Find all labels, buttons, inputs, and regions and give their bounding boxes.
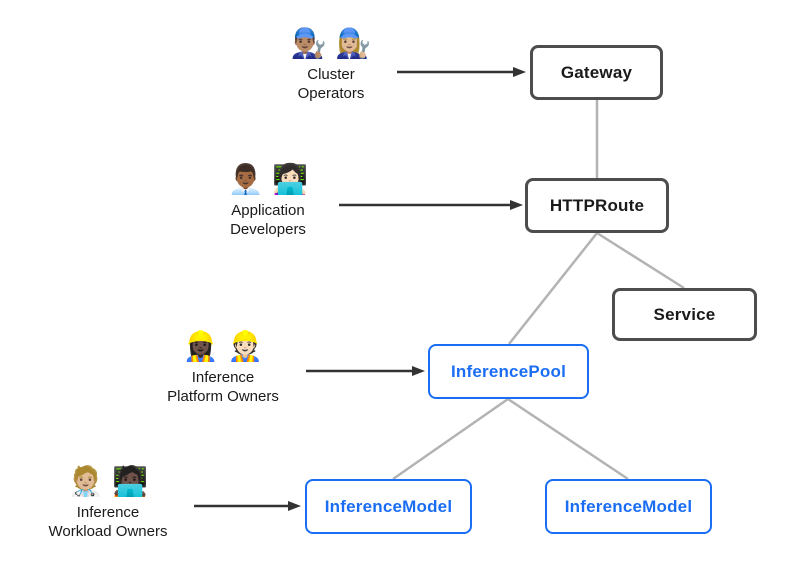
node-gateway-label: Gateway [560, 62, 633, 82]
office-worker-technologist-icon: 👨🏾‍💼 👩🏻‍💻 [227, 164, 309, 196]
persona-cluster-operators: 👨🏽‍🔧 👩🏼‍🔧 Cluster Operators [246, 28, 416, 104]
edge-inferencepool-inferencemodel-right [507, 397, 629, 481]
node-inferencepool: InferencePool [428, 344, 589, 399]
node-service-label: Service [653, 304, 716, 324]
node-httproute-label: HTTPRoute [549, 195, 645, 215]
persona-cluster-operators-label: Cluster Operators [297, 66, 365, 103]
node-inferencemodel-left: InferenceModel [305, 479, 472, 534]
edge-inferencepool-inferencemodel-left [392, 397, 509, 481]
persona-inference-platform-owners-label: Inference Platform Owners [167, 369, 279, 406]
persona-application-developers-label: Application Developers [230, 202, 306, 239]
node-inferencemodel-right: InferenceModel [545, 479, 712, 534]
persona-inference-workload-owners: 🧑🏼‍⚕️ 🧑🏿‍💻 Inference Workload Owners [23, 466, 193, 542]
persona-inference-workload-owners-label: Inference Workload Owners [48, 504, 168, 541]
node-gateway: Gateway [530, 45, 663, 100]
node-inferencepool-label: InferencePool [450, 361, 567, 381]
persona-inference-platform-owners: 👷🏿‍♀️ 👷🏻 Inference Platform Owners [138, 331, 308, 407]
edge-httproute-inferencepool [508, 232, 598, 345]
node-inferencemodel-right-label: InferenceModel [564, 496, 693, 516]
node-inferencemodel-left-label: InferenceModel [324, 496, 453, 516]
mechanic-people-icon: 👨🏽‍🔧 👩🏼‍🔧 [290, 28, 372, 60]
construction-workers-icon: 👷🏿‍♀️ 👷🏻 [182, 331, 264, 363]
node-service: Service [612, 288, 757, 341]
persona-application-developers: 👨🏾‍💼 👩🏻‍💻 Application Developers [183, 164, 353, 240]
node-httproute: HTTPRoute [525, 178, 669, 233]
edge-httproute-service [596, 231, 685, 290]
health-worker-technologist-icon: 🧑🏼‍⚕️ 🧑🏿‍💻 [67, 466, 149, 498]
